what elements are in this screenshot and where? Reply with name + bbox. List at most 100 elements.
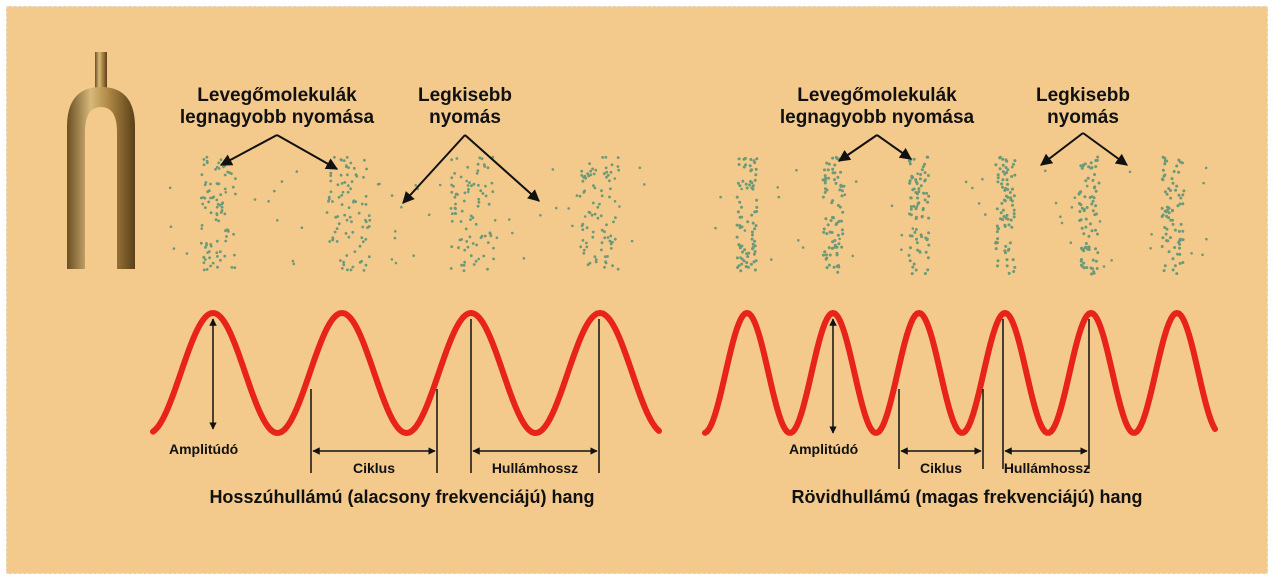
air-molecule-dot (1205, 167, 1208, 170)
air-molecule-dot (822, 178, 825, 181)
air-molecule-dot (833, 178, 836, 181)
air-molecule-dot (359, 245, 362, 248)
air-molecule-dot (754, 244, 757, 247)
air-molecule-dot (926, 238, 929, 241)
air-molecule-dot (1002, 170, 1005, 173)
sound-wave-diagram: Levegőmolekulák legnagyobb nyomása Legki… (7, 7, 1269, 575)
air-molecule-dot (1090, 203, 1093, 206)
air-molecule-dot (1110, 259, 1113, 262)
air-molecule-dot (825, 232, 828, 235)
air-molecule-dot (1181, 202, 1184, 205)
air-molecule-dot (927, 217, 930, 220)
air-molecule-dot (1013, 174, 1016, 177)
tuning-fork-prongs (67, 87, 135, 269)
air-molecule-dot (361, 226, 364, 229)
air-molecule-dot (225, 229, 228, 232)
air-molecule-dot (825, 258, 828, 261)
air-molecule-dot (1174, 264, 1177, 267)
air-molecule-dot (831, 240, 834, 243)
air-molecule-dot (477, 163, 480, 166)
air-molecule-dot (997, 173, 1000, 176)
air-molecule-dot (1181, 193, 1184, 196)
max-pressure-label-right-line2: legnagyobb nyomása (780, 107, 975, 128)
air-molecule-dot (460, 238, 463, 241)
air-molecule-dot (203, 269, 206, 272)
air-molecule-dot (467, 191, 470, 194)
air-molecule-dot (267, 200, 270, 203)
air-molecule-dot (927, 231, 930, 234)
air-molecule-dot (739, 246, 742, 249)
air-molecule-dot (336, 227, 339, 230)
air-molecule-dot (455, 193, 458, 196)
air-molecule-dot (833, 266, 836, 269)
air-molecule-dot (203, 163, 206, 166)
air-molecule-dot (292, 260, 295, 263)
air-molecule-dot (913, 158, 916, 161)
min-pressure-label-right-line2: nyomás (1047, 107, 1119, 128)
air-molecule-dot (467, 246, 470, 249)
air-molecule-dot (1071, 206, 1074, 209)
air-molecule-dot (739, 269, 742, 272)
air-molecule-dot (1171, 209, 1174, 212)
air-molecule-dot (215, 199, 218, 202)
air-molecule-dot (450, 158, 453, 161)
air-molecule-dot (1177, 159, 1180, 162)
air-molecule-dot (1003, 173, 1006, 176)
air-molecule-dot (1096, 156, 1099, 159)
air-molecule-dot (828, 246, 831, 249)
air-molecule-dot (1174, 229, 1177, 232)
air-molecule-dot (1202, 182, 1205, 185)
air-molecule-dot (916, 241, 919, 244)
air-molecule-dot (206, 268, 209, 271)
air-molecule-dot (363, 269, 366, 272)
air-molecule-dot (477, 198, 480, 201)
air-molecule-dot (1177, 171, 1180, 174)
air-molecule-dot (354, 250, 357, 253)
air-molecule-dot (836, 176, 839, 179)
air-molecule-dot (1081, 227, 1084, 230)
air-molecule-dot (460, 176, 463, 179)
air-molecule-dot (918, 250, 921, 253)
air-molecule-dot (368, 219, 371, 222)
air-molecule-dot (233, 254, 236, 257)
air-molecule-dot (1007, 249, 1010, 252)
air-molecule-dot (823, 228, 826, 231)
air-molecule-dot (394, 230, 397, 233)
air-molecule-dot (486, 268, 489, 271)
air-molecule-dot (337, 183, 340, 186)
air-molecule-dot (584, 215, 587, 218)
air-molecule-dot (909, 259, 912, 262)
air-molecule-dot (349, 187, 352, 190)
air-molecule-dot (826, 266, 829, 269)
air-molecule-dot (1172, 182, 1175, 185)
air-molecule-dot (232, 186, 235, 189)
air-molecule-dot (216, 255, 219, 258)
air-molecule-dot (571, 225, 574, 228)
air-molecule-dot (358, 212, 361, 215)
air-molecule-dot (204, 197, 207, 200)
air-molecule-dot (740, 206, 743, 209)
air-molecule-dot (489, 232, 492, 235)
air-molecule-dot (997, 259, 1000, 262)
air-molecule-dot (744, 229, 747, 232)
air-molecule-dot (485, 195, 488, 198)
air-molecule-dot (610, 247, 613, 250)
air-molecule-dot (203, 158, 206, 161)
air-molecule-dot (755, 157, 758, 160)
air-molecule-dot (916, 197, 919, 200)
air-molecule-dot (345, 232, 348, 235)
air-molecule-dot (1094, 229, 1097, 232)
air-molecule-dot (508, 218, 511, 221)
air-molecule-dot (352, 199, 355, 202)
air-molecule-dot (915, 217, 918, 220)
air-molecule-dot (740, 263, 743, 266)
air-molecule-dot (209, 197, 212, 200)
diagram-canvas: Levegőmolekulák legnagyobb nyomása Legki… (6, 6, 1268, 574)
air-molecule-dot (825, 189, 828, 192)
air-molecule-dot (741, 180, 744, 183)
air-molecule-dot (603, 172, 606, 175)
air-molecule-dot (346, 269, 349, 272)
air-molecule-dot (450, 191, 453, 194)
air-molecule-dot (593, 173, 596, 176)
air-molecule-dot (1173, 170, 1176, 173)
